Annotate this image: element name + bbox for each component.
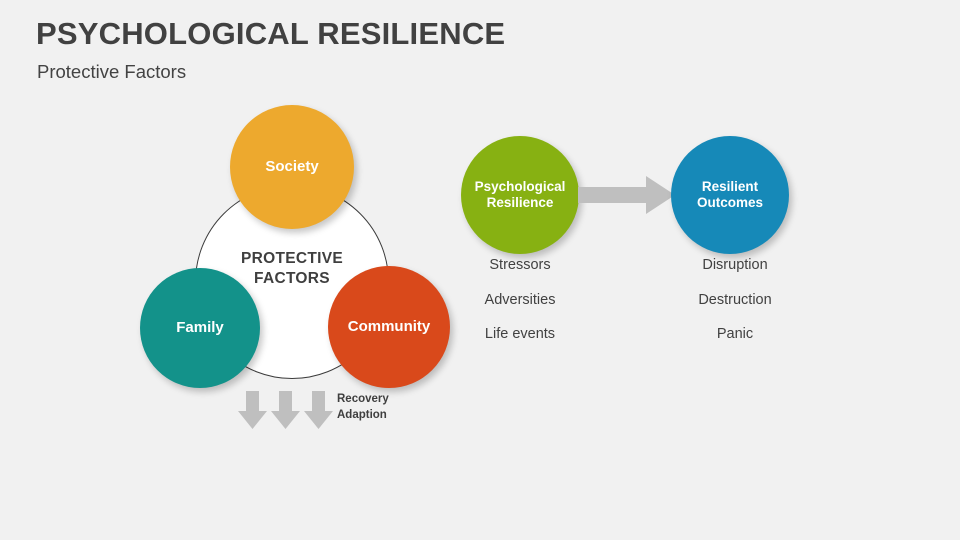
list-item: Disruption [702, 257, 768, 273]
protective-factor-society[interactable]: Society [230, 105, 354, 229]
protective-factor-society-label: Society [265, 158, 319, 176]
recovery-label-line-1: Recovery [337, 393, 389, 405]
recovery-adaption-label: Recovery Adaption [337, 391, 389, 424]
resilient-outcomes-label: Resilient Outcomes [697, 179, 763, 211]
list-item: Destruction [698, 291, 772, 308]
list-item: Stressors [489, 257, 551, 273]
protective-factor-family[interactable]: Family [140, 268, 260, 388]
psychological-resilience-node[interactable]: Psychological Resilience [461, 136, 579, 254]
protective-factors-center-label: PROTECTIVE FACTORS [195, 249, 389, 289]
down-arrow-icon [238, 391, 267, 429]
list-item: Adversities [484, 291, 556, 308]
protective-factor-community[interactable]: Community [328, 266, 450, 388]
right-arrow-icon [578, 176, 675, 214]
recovery-label-line-2: Adaption [337, 409, 387, 422]
list-item: Life events [484, 326, 556, 342]
outcome-label-line-2: Outcomes [696, 195, 764, 210]
psychological-resilience-label: Psychological Resilience [475, 179, 566, 211]
protective-factor-community-label: Community [347, 318, 431, 336]
page-title: PSYCHOLOGICAL RESILIENCE [36, 16, 506, 51]
protective-factor-family-label: Family [176, 319, 224, 337]
list-item: Panic [716, 326, 754, 342]
outcome-list: Disruption Destruction Panic [645, 258, 825, 362]
outcome-label-line-1: Resilient [701, 179, 759, 195]
stressor-list: Stressors Adversities Life events [430, 258, 610, 362]
psych-label-line-1: Psychological [474, 179, 566, 195]
page-subtitle: Protective Factors [37, 61, 187, 82]
recovery-arrows-group [238, 391, 334, 429]
center-label-line-2: FACTORS [254, 269, 330, 287]
down-arrow-icon [271, 391, 300, 429]
psych-label-line-2: Resilience [486, 195, 554, 210]
center-label-line-1: PROTECTIVE [240, 250, 344, 267]
down-arrow-icon [304, 391, 333, 429]
resilient-outcomes-node[interactable]: Resilient Outcomes [671, 136, 789, 254]
